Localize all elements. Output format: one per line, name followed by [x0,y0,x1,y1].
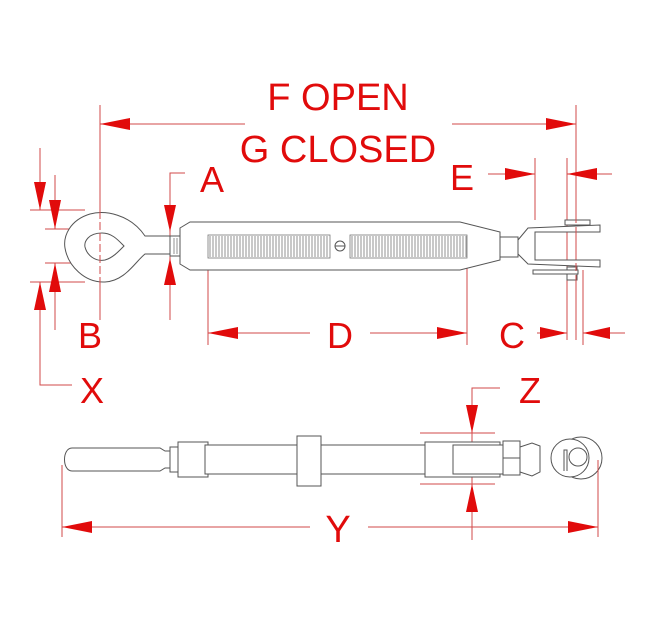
label-d: D [327,315,353,356]
dimension-y [61,460,599,537]
label-a: A [200,159,224,200]
dimension-c [537,270,625,345]
dimension-z [420,387,500,540]
label-g-closed: G CLOSED [240,129,436,171]
dimension-a [164,172,185,320]
label-e: E [450,157,474,198]
dimension-d [207,262,468,345]
label-b: B [78,315,102,356]
label-x: X [80,370,104,411]
label-y: Y [325,509,350,551]
dimension-b-x [30,148,95,386]
turnbuckle-side-view [64,200,601,300]
label-z: Z [519,370,541,411]
turnbuckle-top-view [64,435,603,487]
dimension-e [488,158,612,340]
label-f-open: F OPEN [267,77,408,119]
label-c: C [499,315,525,356]
